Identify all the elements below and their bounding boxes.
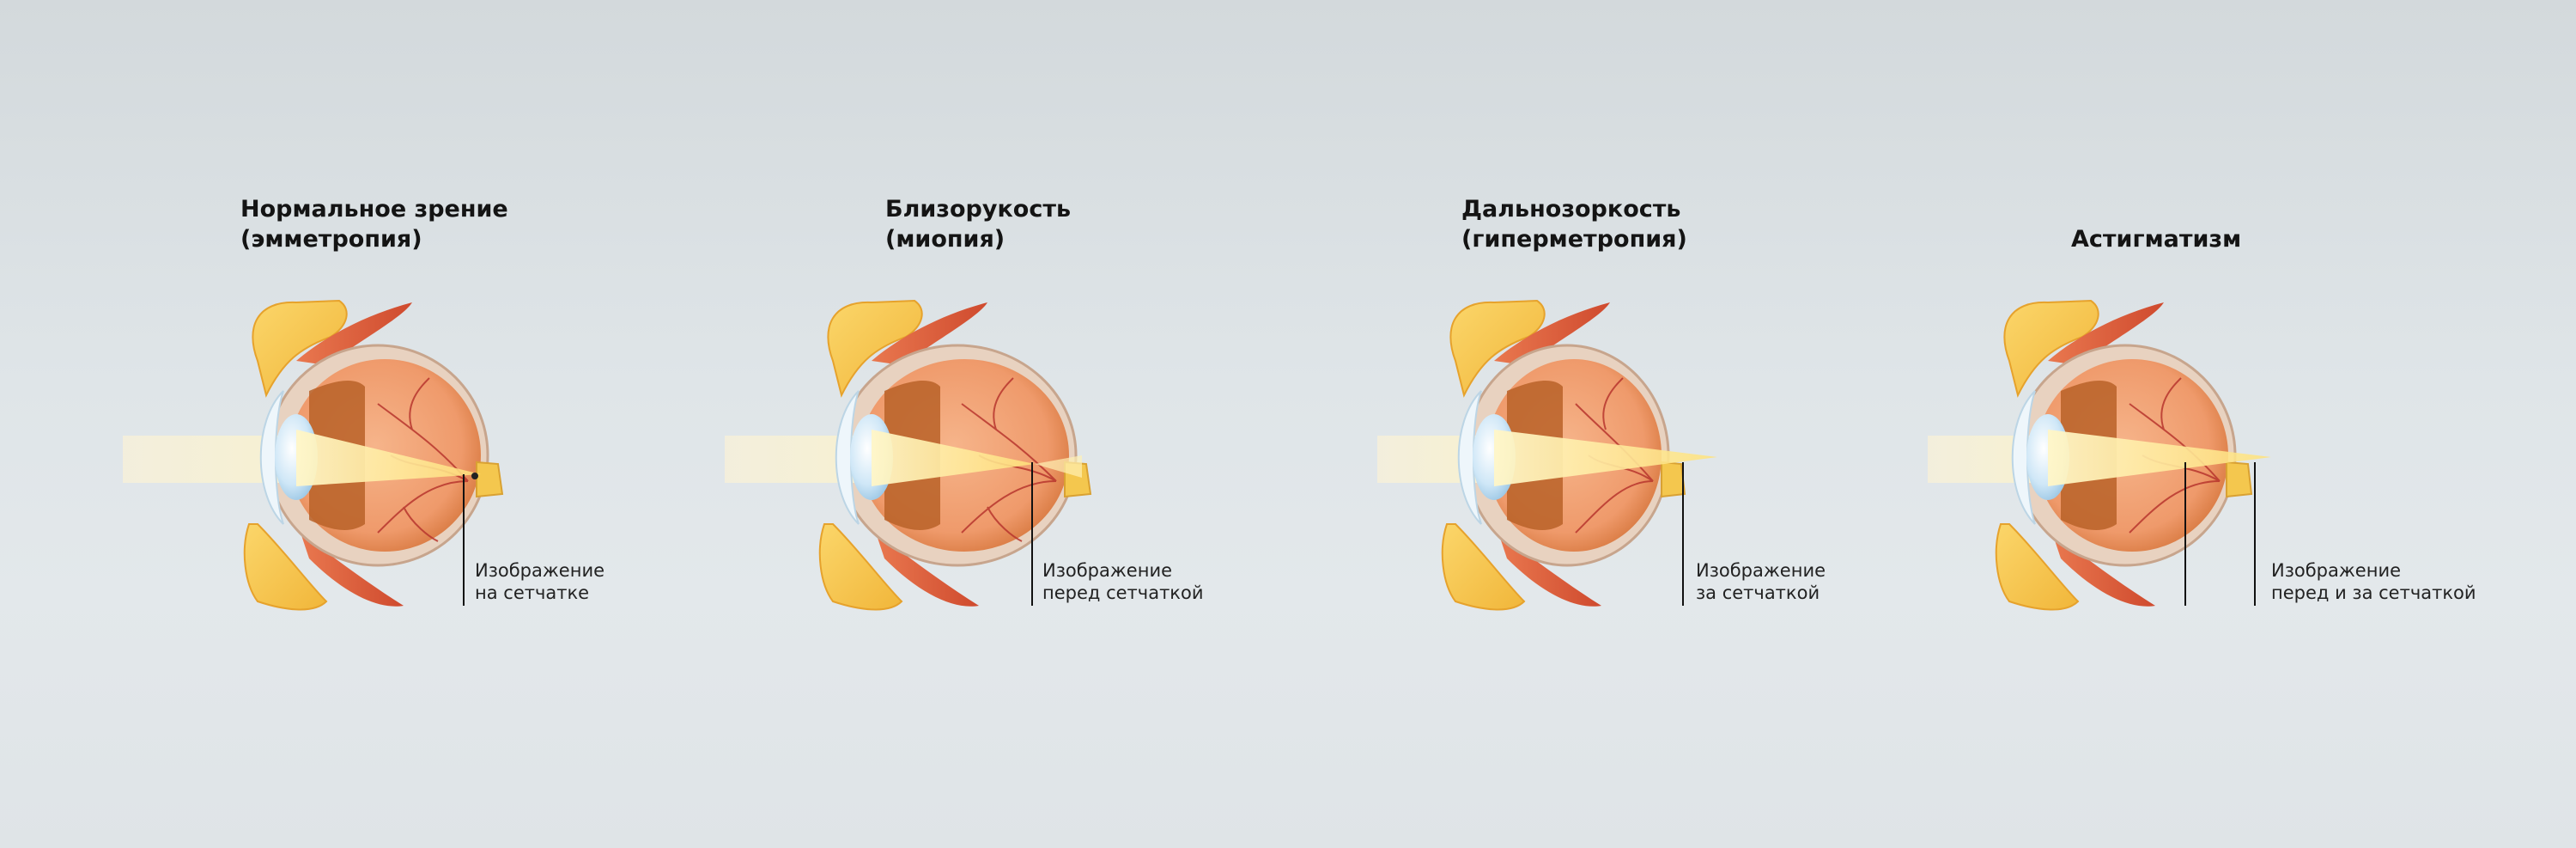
panel-caption: Изображение за сетчаткой: [1696, 559, 1826, 604]
caption-line-1: Изображение: [475, 560, 605, 581]
panel-astigmatism: Астигматизм Изображение: [1889, 0, 2533, 848]
upper-orbital-bone: [2003, 299, 2099, 398]
caption-line-2: перед сетчаткой: [1042, 583, 1204, 603]
eye-diagram: [1928, 299, 2271, 611]
caption-line-2: перед и за сетчаткой: [2271, 583, 2476, 603]
lower-orbital-bone: [818, 523, 903, 611]
focal-point: [471, 473, 478, 479]
upper-eyelid-muscle: [872, 302, 987, 365]
upper-orbital-bone: [252, 299, 348, 398]
focus-cone: [296, 430, 481, 486]
eye-illustration: [123, 299, 504, 611]
panel-emmetropia: Нормальное зрение (эмметропия): [0, 0, 644, 848]
focus-cone: [1494, 430, 1717, 486]
title-line-2: (миопия): [885, 226, 1005, 253]
optic-nerve: [1661, 461, 1686, 498]
title-line-2: (гиперметропия): [1461, 226, 1687, 253]
lower-orbital-bone: [243, 523, 328, 611]
eye-diagram: [1377, 299, 1717, 611]
eye-illustration: [1377, 299, 1717, 611]
cornea: [835, 390, 860, 525]
panel-caption: Изображение перед сетчаткой: [1042, 559, 1203, 604]
upper-orbital-bone: [827, 299, 923, 398]
title-line-1: Дальнозоркость: [1461, 196, 1681, 223]
panel-caption: Изображение перед и за сетчаткой: [2271, 559, 2476, 604]
cornea: [259, 390, 284, 525]
panel-caption: Изображение на сетчатке: [475, 559, 605, 604]
eye-diagram: [725, 299, 1092, 611]
panel-title: Близорукость (миопия): [885, 194, 1071, 254]
cornea: [2011, 390, 2036, 525]
title-line-1: Астигматизм: [2071, 226, 2242, 253]
title-line-1: Близорукость: [885, 196, 1072, 223]
lower-orbital-bone: [1441, 523, 1526, 611]
panel-hyperopia: Дальнозоркость (гиперметропия): [1245, 0, 1889, 848]
title-line-1: Нормальное зрение: [240, 196, 508, 223]
eye-diagram: [123, 299, 504, 611]
caption-line-2: на сетчатке: [475, 583, 590, 603]
optic-nerve: [476, 461, 504, 498]
panel-myopia: Близорукость (миопия): [601, 0, 1245, 848]
upper-eyelid-muscle: [2048, 302, 2164, 365]
caption-line-2: за сетчаткой: [1696, 583, 1820, 603]
caption-line-1: Изображение: [1696, 560, 1826, 581]
lower-orbital-bone: [1995, 523, 2080, 611]
lower-eyelid-muscle: [1498, 533, 1601, 607]
panel-title: Дальнозоркость (гиперметропия): [1461, 194, 1687, 254]
upper-eyelid-muscle: [296, 302, 412, 365]
lower-eyelid-muscle: [301, 533, 404, 607]
panel-title: Астигматизм: [2071, 224, 2241, 254]
eye-illustration: [725, 299, 1092, 611]
lower-eyelid-muscle: [2052, 533, 2155, 607]
title-line-2: (эмметропия): [240, 226, 422, 253]
lower-eyelid-muscle: [876, 533, 979, 607]
caption-line-1: Изображение: [2271, 560, 2402, 581]
caption-line-1: Изображение: [1042, 560, 1173, 581]
upper-orbital-bone: [1449, 299, 1546, 398]
eye-illustration: [1928, 299, 2271, 611]
focus-cone: [872, 430, 1035, 486]
panel-title: Нормальное зрение (эмметропия): [240, 194, 508, 254]
diverging-cone: [1035, 455, 1082, 478]
upper-eyelid-muscle: [1494, 302, 1610, 365]
optic-nerve: [2226, 461, 2253, 498]
focus-cone: [2048, 430, 2271, 486]
cornea: [1457, 390, 1482, 525]
